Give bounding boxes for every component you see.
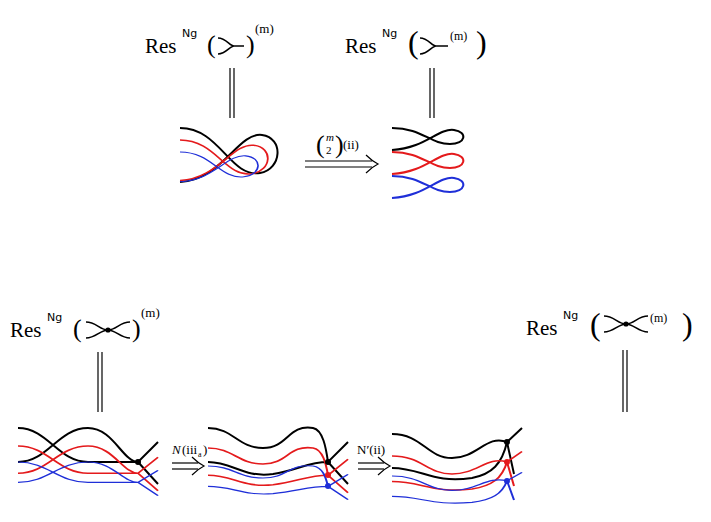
- tangle-figure: [392, 428, 522, 503]
- exponent: (m): [255, 22, 274, 35]
- tangle-figure: [392, 128, 463, 198]
- parenthesis: ): [476, 26, 487, 58]
- tangle-figure: [208, 428, 348, 500]
- operator-name: Res: [526, 318, 558, 339]
- parenthesis: (: [316, 132, 325, 158]
- vertex-symbol: [218, 38, 244, 54]
- move-label: N′(ii): [357, 443, 385, 456]
- subscript: a: [198, 451, 202, 459]
- exponent: (m): [450, 30, 467, 42]
- superscript: Ng: [563, 310, 578, 321]
- tangle-figure: [18, 428, 158, 496]
- operator-name: Res: [145, 36, 177, 57]
- parenthesis: (: [590, 308, 601, 340]
- parenthesis: (: [408, 26, 419, 58]
- superscript: Ng: [182, 28, 197, 39]
- parenthesis: ): [335, 132, 344, 158]
- move-label: ): [203, 443, 207, 456]
- equals-bar: [98, 350, 627, 412]
- parenthesis: ): [246, 32, 255, 58]
- operator-name: Res: [345, 36, 377, 57]
- binomial-top: m: [326, 132, 334, 143]
- move-label: N: [172, 443, 181, 456]
- exponent: (m): [650, 312, 667, 324]
- move-label: (iii: [182, 443, 197, 456]
- exponent: (m): [141, 306, 160, 319]
- superscript: Ng: [47, 312, 62, 323]
- binomial-bottom: 2: [326, 145, 332, 156]
- parenthesis: (: [207, 32, 216, 58]
- tangle-figure: [180, 128, 278, 182]
- equals-bar: [230, 68, 434, 118]
- vertex-symbol: [420, 38, 448, 54]
- parenthesis: (: [73, 316, 82, 342]
- superscript: Ng: [382, 28, 397, 39]
- parenthesis: ): [132, 316, 141, 342]
- parenthesis: ): [682, 308, 693, 340]
- operator-name: Res: [10, 320, 42, 341]
- implies-arrow: [172, 457, 390, 475]
- move-label: (ii): [343, 138, 359, 151]
